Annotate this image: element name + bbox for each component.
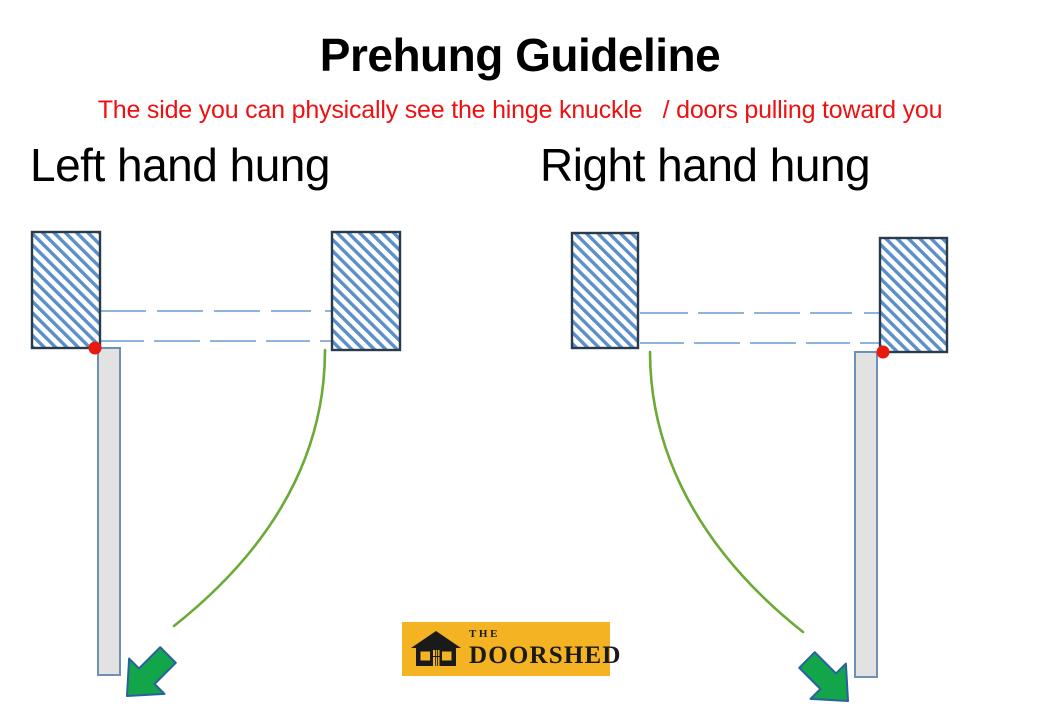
the-doorshed-logo[interactable]: THE DOORSHED xyxy=(402,622,620,676)
heading-left-hand-hung: Left hand hung xyxy=(30,139,330,191)
jamb-right xyxy=(330,230,402,352)
heading-right-hand-hung: Right hand hung xyxy=(540,139,871,191)
shed-house-icon xyxy=(411,631,461,666)
wall-lines-right xyxy=(640,312,880,344)
hinge-knuckle-dot xyxy=(876,345,890,359)
diagram-left-hand-hung xyxy=(30,230,402,698)
logo-line-doorshed: DOORSHED xyxy=(469,642,622,669)
jamb-left xyxy=(570,231,640,350)
page-title: Prehung Guideline xyxy=(319,29,721,81)
subtitle-note: The side you can physically see the hing… xyxy=(97,96,943,124)
swing-arc xyxy=(172,348,327,628)
wall-lines-left xyxy=(100,310,332,342)
swing-direction-arrow xyxy=(125,646,177,698)
logo-line-the: THE xyxy=(469,628,501,640)
swing-arc xyxy=(648,350,805,634)
logo-wordmark: THE DOORSHED xyxy=(469,628,622,670)
swing-direction-arrow xyxy=(798,651,850,703)
diagram-right-hand-hung xyxy=(570,231,949,703)
door-slab xyxy=(97,347,121,676)
jamb-right xyxy=(878,236,949,354)
door-slab xyxy=(854,351,878,678)
jamb-left xyxy=(30,230,102,350)
hinge-knuckle-dot xyxy=(88,341,102,355)
